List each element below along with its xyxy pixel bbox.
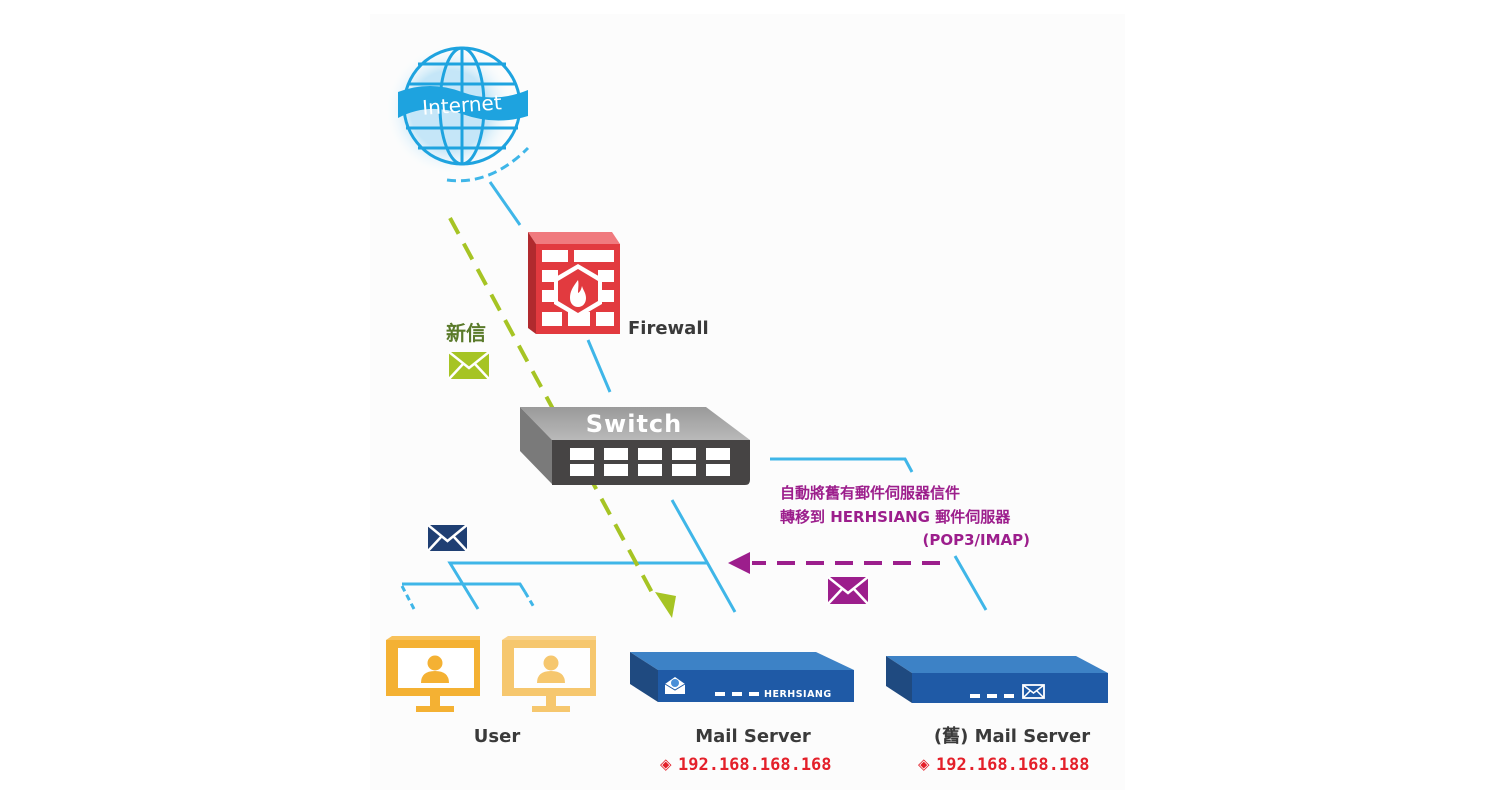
old-mail-server-label: (舊) Mail Server: [934, 726, 1090, 747]
link-switch-mailserver: [670, 499, 737, 613]
user-node[interactable]: User: [386, 636, 596, 747]
internet-banner: [398, 86, 528, 121]
migration-text-line3: (POP3/IMAP): [923, 531, 1030, 549]
link-user-bus: [447, 561, 708, 610]
link-switch-oldserver-top: [770, 457, 914, 473]
link-user-right-stub: [523, 591, 537, 610]
new-mail-annotation: 新信: [446, 321, 490, 380]
link-internet-firewall: [488, 181, 522, 226]
new-mail-envelope-icon: [448, 351, 490, 380]
mail-server-label: Mail Server: [695, 726, 811, 747]
new-mail-arrowhead-icon: [655, 592, 676, 618]
switch-icon: [520, 407, 750, 485]
firewall-label: Firewall: [628, 318, 709, 339]
migration-text-line2: 轉移到 HERHSIANG 郵件伺服器: [780, 508, 1011, 526]
user-envelope-icon: [427, 524, 468, 552]
user-monitor-icon: [386, 636, 480, 712]
old-mail-server-node[interactable]: (舊) Mail Server ◈ 192.168.168.188: [886, 656, 1108, 775]
switch-label: Switch: [586, 410, 682, 438]
mail-server-ip-marker-icon: ◈: [660, 755, 672, 773]
migration-arrowhead-icon: [728, 552, 750, 574]
network-links: [400, 146, 988, 613]
link-firewall-switch: [586, 339, 612, 393]
new-mail-label: 新信: [446, 321, 486, 345]
user-label: User: [474, 726, 521, 747]
mail-server-ip: 192.168.168.168: [678, 755, 832, 775]
internet-label: Internet: [421, 90, 502, 119]
mail-envelope-globe-icon: [664, 677, 686, 694]
firewall-node[interactable]: Firewall: [528, 232, 709, 339]
mail-server-brand: HERHSIANG: [764, 689, 832, 700]
migration-text-line1: 自動將舊有郵件伺服器信件: [780, 484, 960, 502]
migration-annotation: 自動將舊有郵件伺服器信件 轉移到 HERHSIANG 郵件伺服器 (POP3/I…: [780, 484, 1030, 605]
old-server-envelope-icon: [1022, 684, 1045, 699]
flame-icon: [570, 280, 586, 307]
link-user-branch: [402, 582, 527, 593]
old-mail-server-ip: 192.168.168.188: [936, 755, 1090, 775]
migration-flow: [728, 552, 940, 574]
firewall-icon: [528, 232, 620, 334]
old-mail-server-icon: [886, 656, 1108, 703]
old-mail-server-ip-marker-icon: ◈: [918, 755, 930, 773]
switch-node[interactable]: Switch: [520, 407, 750, 485]
migration-envelope-icon: [827, 576, 869, 605]
mail-server-icon: HERHSIANG: [630, 652, 854, 702]
internet-node[interactable]: Internet: [384, 44, 528, 176]
mail-server-node[interactable]: HERHSIANG Mail Server ◈ 192.168.168.168: [630, 652, 854, 775]
link-oldserver-drop: [953, 555, 988, 611]
link-internet-arc: [446, 146, 530, 183]
user-monitor-icon: [502, 636, 596, 712]
link-user-left-stub: [400, 585, 416, 610]
